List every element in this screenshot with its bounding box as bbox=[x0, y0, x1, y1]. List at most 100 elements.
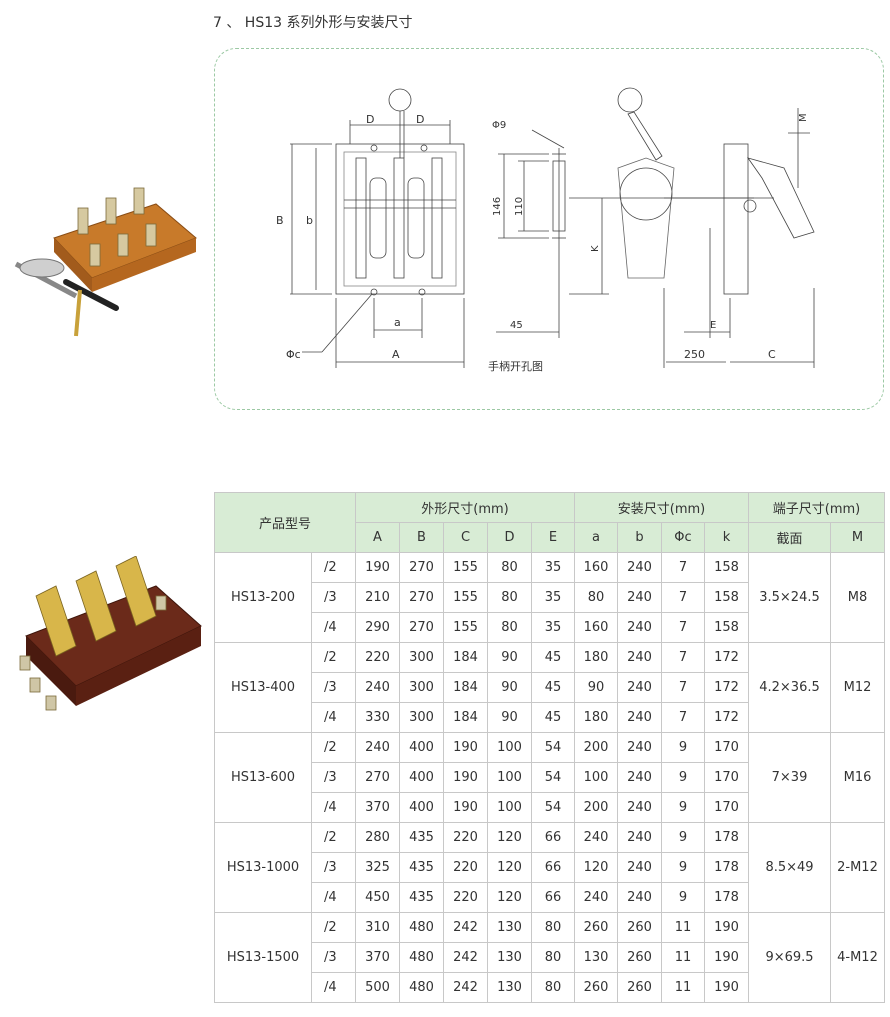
svg-text:110: 110 bbox=[514, 197, 525, 216]
value-cell: 260 bbox=[574, 972, 618, 1003]
value-cell: 9 bbox=[661, 792, 705, 823]
value-cell: 240 bbox=[574, 822, 618, 853]
value-cell: 178 bbox=[704, 822, 749, 853]
value-cell: 45 bbox=[531, 642, 575, 673]
value-cell: 7 bbox=[661, 612, 705, 643]
value-cell: 290 bbox=[355, 612, 400, 643]
value-cell: 80 bbox=[531, 912, 575, 943]
value-cell: 172 bbox=[704, 642, 749, 673]
pole-cell: /4 bbox=[311, 792, 356, 823]
svg-text:D: D bbox=[416, 113, 424, 126]
value-cell: 260 bbox=[617, 972, 662, 1003]
value-cell: 435 bbox=[399, 822, 444, 853]
subheader-cell: A bbox=[355, 522, 400, 553]
value-cell: 7 bbox=[661, 582, 705, 613]
svg-text:手柄开孔图: 手柄开孔图 bbox=[488, 359, 543, 373]
value-cell: 240 bbox=[617, 822, 662, 853]
terminal-section-cell: 3.5×24.5 bbox=[748, 552, 831, 643]
value-cell: 260 bbox=[617, 912, 662, 943]
value-cell: 80 bbox=[531, 972, 575, 1003]
value-cell: 80 bbox=[531, 942, 575, 973]
value-cell: 45 bbox=[531, 702, 575, 733]
value-cell: 66 bbox=[531, 882, 575, 913]
value-cell: 242 bbox=[443, 972, 488, 1003]
model-cell: HS13-200 bbox=[214, 552, 312, 643]
value-cell: 66 bbox=[531, 822, 575, 853]
value-cell: 66 bbox=[531, 852, 575, 883]
value-cell: 310 bbox=[355, 912, 400, 943]
pole-cell: /2 bbox=[311, 822, 356, 853]
model-cell: HS13-600 bbox=[214, 732, 312, 823]
value-cell: 210 bbox=[355, 582, 400, 613]
dimension-drawing: D D B b a A Φc Φ9 146 110 K 45 M E 250 C… bbox=[276, 87, 815, 373]
header-terminal: 端子尺寸(mm) bbox=[748, 492, 885, 523]
value-cell: 200 bbox=[574, 792, 618, 823]
value-cell: 9 bbox=[661, 762, 705, 793]
value-cell: 45 bbox=[531, 672, 575, 703]
value-cell: 240 bbox=[617, 702, 662, 733]
value-cell: 178 bbox=[704, 852, 749, 883]
value-cell: 120 bbox=[487, 852, 532, 883]
pole-cell: /4 bbox=[311, 612, 356, 643]
value-cell: 90 bbox=[487, 672, 532, 703]
value-cell: 270 bbox=[399, 552, 444, 583]
pole-cell: /4 bbox=[311, 882, 356, 913]
terminal-m-cell: 2-M12 bbox=[830, 822, 885, 913]
svg-text:45: 45 bbox=[510, 320, 523, 331]
value-cell: 35 bbox=[531, 552, 575, 583]
value-cell: 240 bbox=[617, 852, 662, 883]
value-cell: 9 bbox=[661, 852, 705, 883]
value-cell: 190 bbox=[355, 552, 400, 583]
svg-text:E: E bbox=[710, 320, 716, 331]
terminal-section-cell: 7×39 bbox=[748, 732, 831, 823]
header-outer: 外形尺寸(mm) bbox=[355, 492, 575, 523]
value-cell: 7 bbox=[661, 702, 705, 733]
value-cell: 90 bbox=[487, 642, 532, 673]
value-cell: 160 bbox=[574, 552, 618, 583]
value-cell: 370 bbox=[355, 942, 400, 973]
value-cell: 80 bbox=[487, 582, 532, 613]
header-model: 产品型号 bbox=[214, 492, 356, 553]
value-cell: 9 bbox=[661, 822, 705, 853]
value-cell: 240 bbox=[617, 762, 662, 793]
value-cell: 240 bbox=[617, 732, 662, 763]
value-cell: 54 bbox=[531, 792, 575, 823]
value-cell: 300 bbox=[399, 702, 444, 733]
subheader-cell: M bbox=[830, 522, 885, 553]
value-cell: 90 bbox=[574, 672, 618, 703]
value-cell: 400 bbox=[399, 792, 444, 823]
svg-text:146: 146 bbox=[492, 197, 503, 216]
subheader-cell: 截面 bbox=[748, 522, 831, 553]
subheader-cell: B bbox=[399, 522, 444, 553]
value-cell: 180 bbox=[574, 642, 618, 673]
value-cell: 240 bbox=[574, 882, 618, 913]
terminal-section-cell: 8.5×49 bbox=[748, 822, 831, 913]
value-cell: 100 bbox=[487, 792, 532, 823]
value-cell: 120 bbox=[487, 882, 532, 913]
value-cell: 330 bbox=[355, 702, 400, 733]
terminal-section-cell: 9×69.5 bbox=[748, 912, 831, 1003]
value-cell: 11 bbox=[661, 912, 705, 943]
value-cell: 7 bbox=[661, 552, 705, 583]
value-cell: 180 bbox=[574, 702, 618, 733]
svg-text:a: a bbox=[394, 316, 401, 329]
value-cell: 260 bbox=[574, 912, 618, 943]
product-photo-large-switch bbox=[19, 556, 202, 711]
value-cell: 480 bbox=[399, 972, 444, 1003]
value-cell: 400 bbox=[399, 762, 444, 793]
value-cell: 160 bbox=[574, 612, 618, 643]
pole-cell: /2 bbox=[311, 642, 356, 673]
value-cell: 80 bbox=[487, 612, 532, 643]
product-photo-switch bbox=[14, 187, 197, 337]
value-cell: 7 bbox=[661, 672, 705, 703]
value-cell: 35 bbox=[531, 582, 575, 613]
value-cell: 155 bbox=[443, 552, 488, 583]
value-cell: 325 bbox=[355, 852, 400, 883]
svg-text:B: B bbox=[276, 214, 284, 227]
